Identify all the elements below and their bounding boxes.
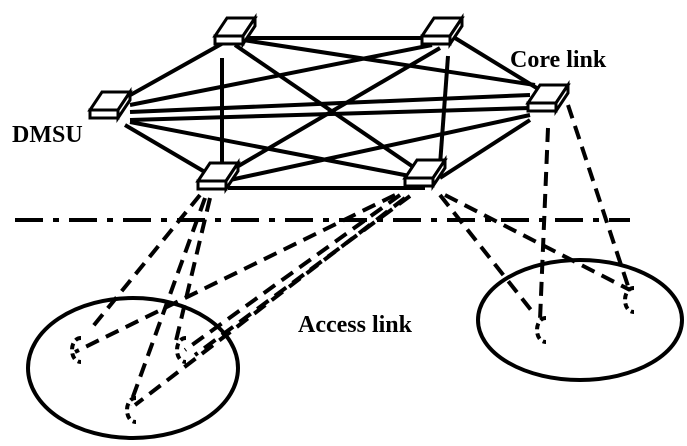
switch-node-left xyxy=(87,87,133,123)
access-link xyxy=(173,197,212,346)
access-link xyxy=(183,193,402,352)
access-link xyxy=(88,193,202,332)
switch-node-right xyxy=(525,80,571,116)
access-node xyxy=(623,286,635,314)
switch-node-top-right xyxy=(419,13,465,49)
access-area-right xyxy=(476,258,684,382)
access-link xyxy=(74,193,396,354)
core-link xyxy=(129,106,531,122)
phone-handset-icon xyxy=(535,316,547,344)
access-links xyxy=(74,104,632,407)
access-node xyxy=(70,336,82,364)
switch-node-bottom-right xyxy=(402,155,448,191)
dmsu-label: DMSU xyxy=(12,122,83,148)
phone-handset-icon xyxy=(70,336,82,364)
core-link-label: Core link xyxy=(510,47,607,73)
switch-node-top-left xyxy=(212,13,258,49)
phone-handset-icon xyxy=(125,396,137,424)
access-node xyxy=(175,336,187,364)
phone-handset-icon xyxy=(175,336,187,364)
core-link xyxy=(124,40,226,100)
switch-icon xyxy=(419,13,465,49)
access-link xyxy=(566,104,632,293)
core-link xyxy=(129,43,433,107)
core-link xyxy=(129,93,531,114)
access-link xyxy=(438,193,537,317)
access-link xyxy=(133,196,407,407)
switch-node-bottom-left xyxy=(195,158,241,194)
core-link xyxy=(229,113,531,182)
access-link-label: Access link xyxy=(298,312,413,338)
switch-icon xyxy=(402,155,448,191)
core-link xyxy=(123,123,212,177)
core-link xyxy=(438,118,532,180)
phone-handset-icon xyxy=(623,286,635,314)
switch-icon xyxy=(195,158,241,194)
switch-icon xyxy=(212,13,258,49)
access-node xyxy=(125,396,137,424)
access-link xyxy=(538,127,550,321)
switch-icon xyxy=(525,80,571,116)
access-node xyxy=(535,316,547,344)
core-link xyxy=(229,36,536,87)
access-link xyxy=(193,194,412,357)
core-link xyxy=(453,36,542,92)
core-link xyxy=(233,43,427,177)
core-link xyxy=(129,120,421,180)
core-links xyxy=(123,36,542,190)
access-link xyxy=(444,193,631,292)
switch-icon xyxy=(87,87,133,123)
access-area-left xyxy=(26,296,240,440)
